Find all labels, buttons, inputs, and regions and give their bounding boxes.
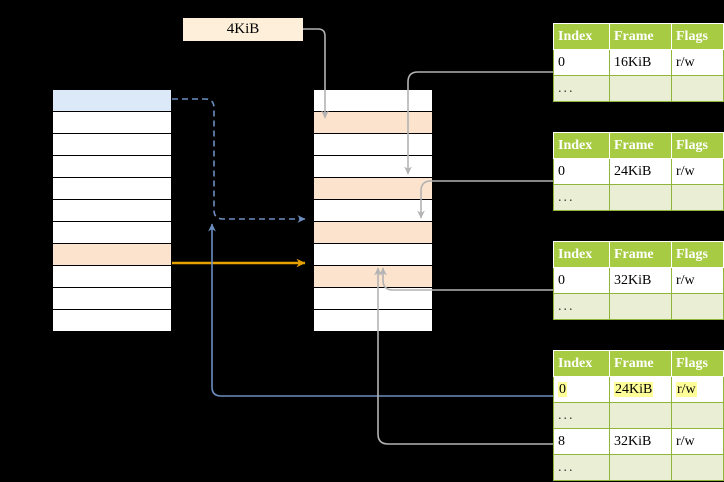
physical-frame-row bbox=[313, 133, 433, 156]
cell-flags: r/w bbox=[671, 267, 724, 294]
cell-frame: 24KiB bbox=[609, 376, 672, 403]
virtual-address-space-column bbox=[52, 89, 172, 332]
physical-frame-row bbox=[313, 199, 433, 222]
column-header-flags: Flags bbox=[671, 23, 724, 50]
virtual-page-row bbox=[52, 89, 172, 112]
wire-blue-page-mapping bbox=[172, 98, 306, 223]
virtual-page-row bbox=[52, 155, 172, 178]
physical-frame-row bbox=[313, 155, 433, 178]
highlighted-value: r/w bbox=[676, 381, 697, 397]
virtual-page-row bbox=[52, 221, 172, 244]
table-row: ... bbox=[553, 293, 724, 320]
cell-frame bbox=[609, 402, 672, 429]
cell-frame bbox=[609, 75, 672, 102]
virtual-page-row bbox=[52, 199, 172, 222]
virtual-page-row bbox=[52, 265, 172, 288]
physical-frame-row bbox=[313, 89, 433, 112]
table-row: ... bbox=[553, 184, 724, 211]
cell-flags: r/w bbox=[671, 428, 724, 455]
column-header-frame: Frame bbox=[609, 350, 672, 377]
cell-index: ... bbox=[553, 402, 610, 429]
table-row: ... bbox=[553, 75, 724, 102]
cell-index: 0 bbox=[553, 376, 610, 403]
virtual-page-row bbox=[52, 243, 172, 266]
table-row: ... bbox=[553, 402, 724, 429]
cell-index: ... bbox=[553, 293, 610, 320]
physical-frame-row bbox=[313, 111, 433, 134]
cell-index: 0 bbox=[553, 49, 610, 76]
column-header-frame: Frame bbox=[609, 132, 672, 159]
cell-frame: 32KiB bbox=[609, 267, 672, 294]
cell-frame bbox=[609, 293, 672, 320]
virtual-page-row bbox=[52, 111, 172, 134]
physical-frame-row bbox=[313, 221, 433, 244]
virtual-page-row bbox=[52, 177, 172, 200]
cell-flags bbox=[671, 75, 724, 102]
cell-frame bbox=[609, 184, 672, 211]
virtual-page-row bbox=[52, 133, 172, 156]
column-header-flags: Flags bbox=[671, 350, 724, 377]
column-header-index: Index bbox=[553, 350, 610, 377]
cell-frame: 24KiB bbox=[609, 158, 672, 185]
cell-frame: 16KiB bbox=[609, 49, 672, 76]
virtual-page-row bbox=[52, 287, 172, 310]
cell-flags bbox=[671, 184, 724, 211]
cell-flags bbox=[671, 293, 724, 320]
column-header-index: Index bbox=[553, 132, 610, 159]
cell-flags: r/w bbox=[671, 49, 724, 76]
column-header-flags: Flags bbox=[671, 241, 724, 268]
table-row: 0 24KiB r/w bbox=[553, 376, 724, 403]
column-header-frame: Frame bbox=[609, 23, 672, 50]
table-row: ... bbox=[553, 454, 724, 481]
physical-frame-row bbox=[313, 177, 433, 200]
cell-frame bbox=[609, 454, 672, 481]
physical-memory-column bbox=[313, 89, 433, 332]
virtual-page-row bbox=[52, 309, 172, 332]
physical-frame-row bbox=[313, 265, 433, 288]
column-header-index: Index bbox=[553, 23, 610, 50]
cell-flags bbox=[671, 454, 724, 481]
cell-flags bbox=[671, 402, 724, 429]
highlighted-value: 24KiB bbox=[614, 381, 654, 397]
cell-index: ... bbox=[553, 75, 610, 102]
physical-frame-row bbox=[313, 243, 433, 266]
physical-frame-row bbox=[313, 309, 433, 332]
cell-frame: 32KiB bbox=[609, 428, 672, 455]
cell-flags: r/w bbox=[671, 158, 724, 185]
cell-flags: r/w bbox=[671, 376, 724, 403]
wire-table2-to-frame bbox=[417, 180, 553, 219]
cell-index: ... bbox=[553, 454, 610, 481]
physical-frame-row bbox=[313, 287, 433, 310]
highlighted-value: 0 bbox=[558, 381, 567, 397]
cell-index: 0 bbox=[553, 267, 610, 294]
cell-index: ... bbox=[553, 184, 610, 211]
column-header-flags: Flags bbox=[671, 132, 724, 159]
cell-index: 0 bbox=[553, 158, 610, 185]
cell-index: 8 bbox=[553, 428, 610, 455]
column-header-index: Index bbox=[553, 241, 610, 268]
page-size-label: 4KiB bbox=[183, 18, 303, 41]
column-header-frame: Frame bbox=[609, 241, 672, 268]
